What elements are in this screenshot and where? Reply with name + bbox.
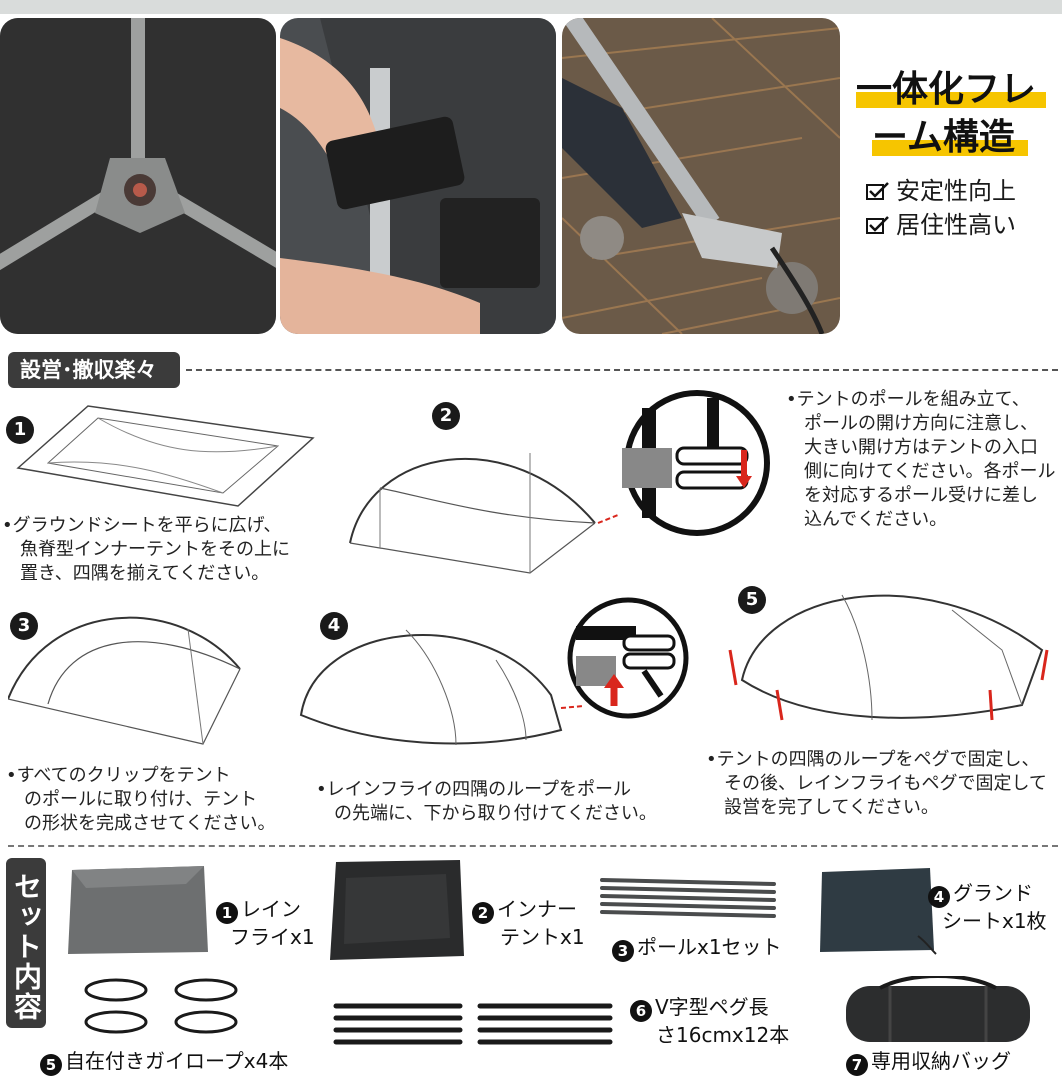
checkbox-icon: [866, 216, 889, 234]
photo-frame-hub: [0, 18, 276, 334]
dashed-divider: [186, 369, 1058, 371]
diagram-clipped-tent: [8, 604, 250, 754]
step-4-text: •レインフライの四隅のループをポール の先端に、下から取り付けてください。: [316, 779, 657, 824]
diagram-rainfly: [296, 610, 586, 760]
step-1-text: •グラウンドシートを平らに広げ、 魚脊型インナーテントをその上に 置き、四隅を揃…: [2, 515, 290, 584]
setup-section-label: 設営･撤収楽々: [8, 352, 180, 388]
step-number: 3: [10, 612, 38, 640]
diagram-inner-frame: [340, 428, 620, 578]
diagram-staked-tent: [722, 570, 1058, 730]
feature-panel: 一体化フレ ーム構造 安定性向上 居住性高い: [850, 70, 1055, 242]
inner-tent-image: [326, 858, 466, 962]
checkbox-icon: [866, 182, 889, 200]
storage-bag-image: [840, 976, 1036, 1046]
diagram-fly-hook-zoom: [566, 596, 690, 720]
step-number: 4: [320, 612, 348, 640]
feature-bullet: 居住性高い: [866, 208, 1055, 242]
diagram-pole-connector-zoom: [612, 388, 782, 538]
feature-bullets: 安定性向上 居住性高い: [866, 174, 1055, 242]
photo-pole-footing: [562, 18, 840, 334]
photo-velcro-strap: [280, 18, 556, 334]
ground-sheet-image: [818, 866, 938, 956]
pegs-image: [330, 996, 630, 1056]
section-divider: [8, 845, 1058, 847]
feature-title-line1: 一体化フレ: [856, 70, 1055, 110]
step-number: 5: [738, 586, 766, 614]
rainfly-image: [66, 864, 210, 956]
step-5-text: •テントの四隅のループをペグで固定し、 その後、レインフライもペグで固定して 設…: [706, 749, 1047, 818]
step-number: 2: [432, 402, 460, 430]
step-number: 1: [6, 416, 34, 444]
poles-image: [596, 872, 782, 922]
top-strip: [0, 0, 1062, 14]
step-2-text: •テントのポールを組み立て、 ポールの開け方向に注意し、 大きい開け方はテントの…: [786, 389, 1056, 530]
step-3-text: •すべてのクリップをテント のポールに取り付け、テント の形状を完成させてくださ…: [6, 765, 276, 834]
contents-section-label: セット内容: [6, 858, 46, 1028]
feature-bullet: 安定性向上: [866, 174, 1055, 208]
diagram-groundsheet: [8, 398, 320, 508]
feature-title-line2: ーム構造: [872, 118, 1055, 158]
guy-ropes-image: [74, 970, 250, 1046]
